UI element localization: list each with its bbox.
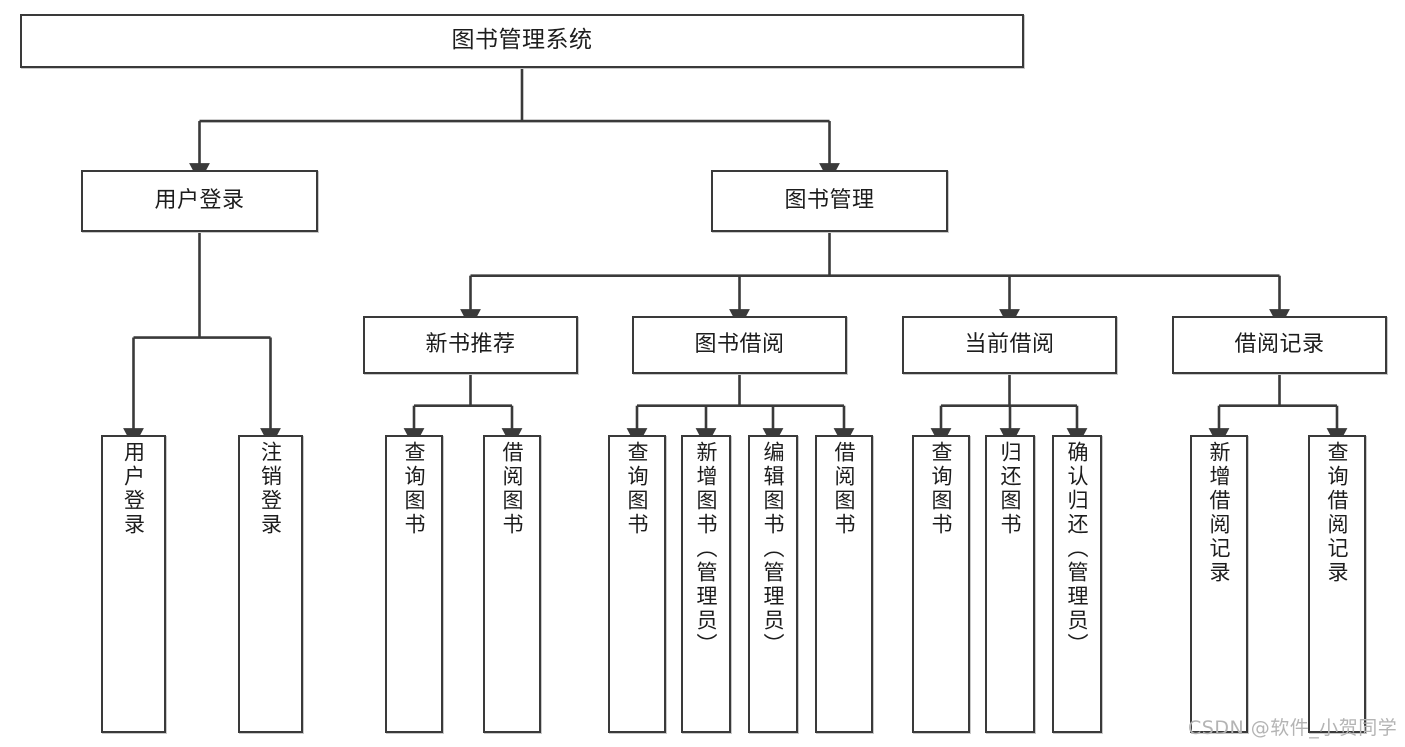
- node-label: 借阅图书: [832, 441, 857, 537]
- node-leaf-loan-return[interactable]: 归还图书: [985, 435, 1035, 733]
- node-label: 归还图书: [998, 441, 1023, 537]
- node-current-loan[interactable]: 当前借阅: [902, 316, 1117, 374]
- watermark-label: CSDN @软件_小贺同学: [1188, 717, 1398, 739]
- node-label: 新增借阅记录: [1207, 441, 1232, 585]
- node-label: 借阅记录: [1234, 332, 1325, 358]
- node-leaf-borrow-lend[interactable]: 借阅图书: [815, 435, 873, 733]
- node-leaf-borrow-add[interactable]: 新增图书（管理员）: [681, 435, 731, 733]
- node-label: 查询图书: [929, 441, 954, 537]
- node-label: 用户登录: [121, 441, 146, 537]
- node-leaf-rec-query[interactable]: 查询图书: [385, 435, 443, 733]
- node-leaf-loan-confirm[interactable]: 确认归还（管理员）: [1052, 435, 1102, 733]
- node-leaf-record-add[interactable]: 新增借阅记录: [1190, 435, 1248, 733]
- node-label: 查询图书: [625, 441, 650, 537]
- node-label: 用户登录: [154, 188, 245, 214]
- node-loan-record[interactable]: 借阅记录: [1172, 316, 1387, 374]
- node-label: 注销登录: [258, 441, 283, 537]
- node-leaf-user-login[interactable]: 用户登录: [101, 435, 166, 733]
- node-label: 图书借阅: [694, 332, 785, 358]
- node-label: 新增图书（管理员）: [694, 441, 719, 657]
- node-leaf-borrow-query[interactable]: 查询图书: [608, 435, 666, 733]
- node-leaf-borrow-edit[interactable]: 编辑图书（管理员）: [748, 435, 798, 733]
- node-label: 图书管理: [784, 188, 875, 214]
- node-leaf-rec-borrow[interactable]: 借阅图书: [483, 435, 541, 733]
- node-leaf-loan-query[interactable]: 查询图书: [912, 435, 970, 733]
- node-root[interactable]: 图书管理系统: [20, 14, 1024, 68]
- node-book-borrow[interactable]: 图书借阅: [632, 316, 847, 374]
- node-label: 查询图书: [402, 441, 427, 537]
- node-new-book-rec[interactable]: 新书推荐: [363, 316, 578, 374]
- node-leaf-user-logout[interactable]: 注销登录: [238, 435, 303, 733]
- node-label: 借阅图书: [500, 441, 525, 537]
- node-label: 编辑图书（管理员）: [761, 441, 786, 657]
- node-label: 当前借阅: [964, 332, 1055, 358]
- node-leaf-record-query[interactable]: 查询借阅记录: [1308, 435, 1366, 733]
- node-book-mgmt[interactable]: 图书管理: [711, 170, 948, 232]
- node-label: 查询借阅记录: [1325, 441, 1350, 585]
- node-label: 图书管理系统: [451, 27, 593, 54]
- node-user-login[interactable]: 用户登录: [81, 170, 318, 232]
- node-label: 确认归还（管理员）: [1065, 441, 1090, 657]
- node-label: 新书推荐: [425, 332, 516, 358]
